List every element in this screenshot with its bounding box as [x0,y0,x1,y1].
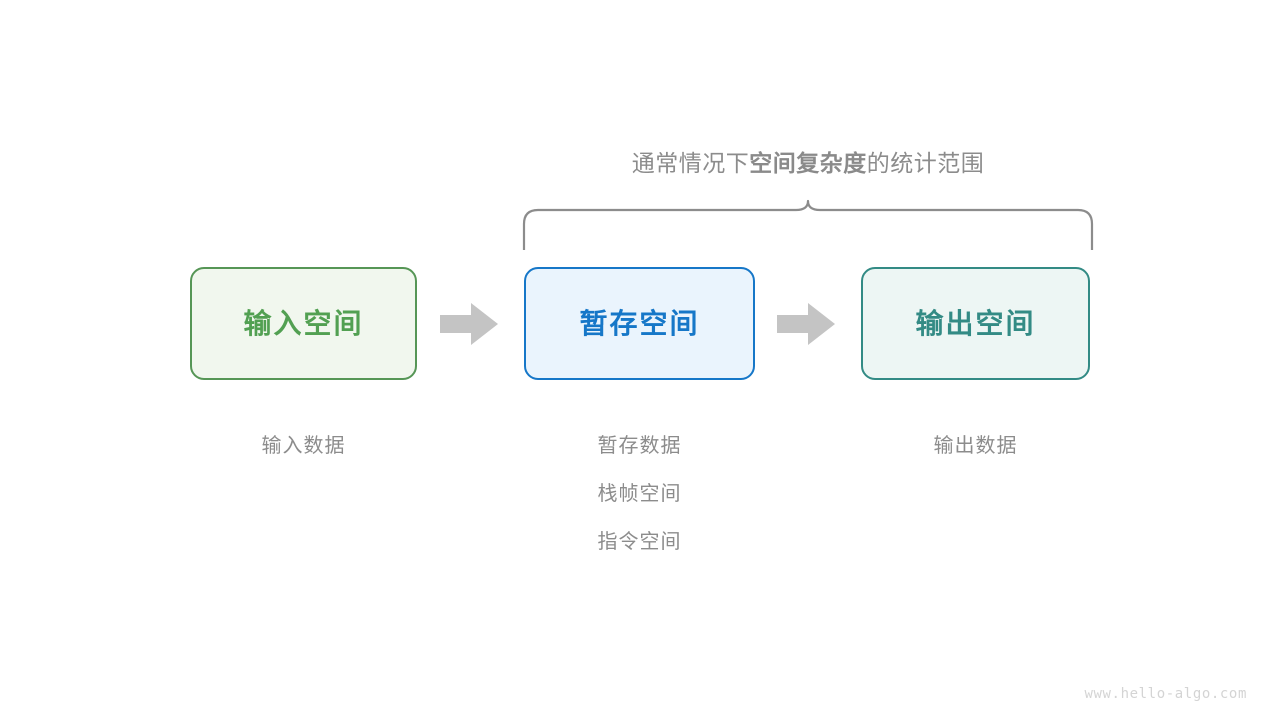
column-captions-temp: 暂存数据 栈帧空间 指令空间 [524,422,755,566]
caption-emphasis: 空间复杂度 [749,150,867,176]
box-input-space: 输入空间 [190,267,417,380]
caption-item: 输入数据 [261,435,346,457]
column-captions-input: 输入数据 [190,422,417,470]
arrow-right-icon [440,303,498,345]
box-output-space-label: 输出空间 [915,307,1036,339]
caption-suffix: 的统计范围 [866,150,985,176]
curly-brace-icon [522,199,1094,250]
caption-item: 指令空间 [597,531,682,553]
watermark: www.hello-algo.com [1084,686,1247,702]
box-input-space-label: 输入空间 [243,307,364,339]
caption-prefix: 通常情况下 [631,150,750,176]
box-temp-space-label: 暂存空间 [579,307,700,339]
brace-caption: 通常情况下空间复杂度的统计范围 [0,146,1280,180]
box-temp-space: 暂存空间 [524,267,755,380]
caption-item: 栈帧空间 [597,483,682,505]
caption-item: 输出数据 [933,435,1018,457]
arrow-right-icon [777,303,835,345]
caption-item: 暂存数据 [597,435,682,457]
box-output-space: 输出空间 [861,267,1090,380]
column-captions-output: 输出数据 [861,422,1090,470]
